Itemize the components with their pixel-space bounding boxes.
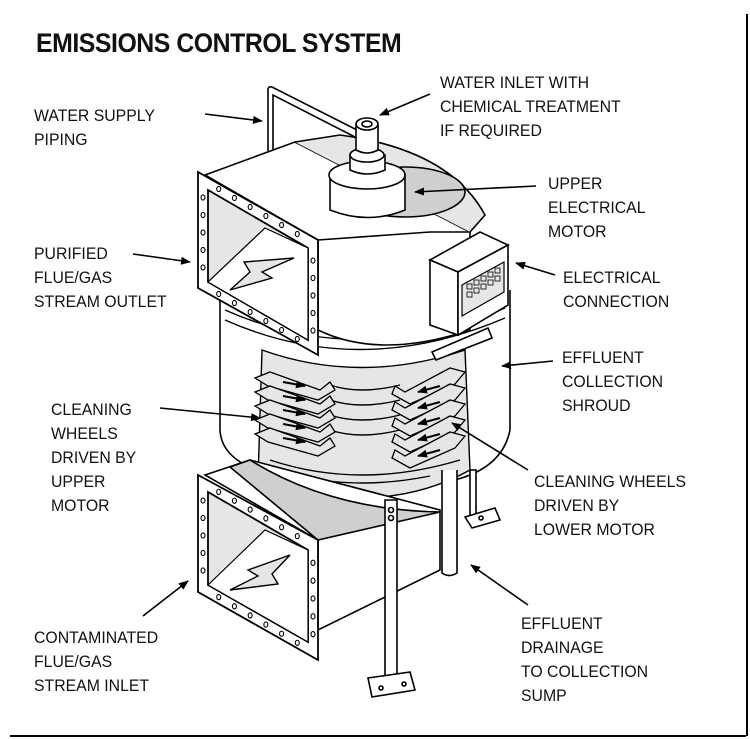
flange-bolt xyxy=(310,292,316,299)
arrow-up-right-icon xyxy=(229,554,291,591)
flange-bolt xyxy=(310,309,316,317)
callout-arrows xyxy=(132,93,556,617)
flange-bolt xyxy=(200,497,206,504)
flange-bolt xyxy=(231,603,237,610)
leader-shroud xyxy=(501,360,554,370)
water-inlet-nozzle xyxy=(355,117,379,154)
flange-bolt xyxy=(310,631,316,638)
leader-purified-outlet xyxy=(132,253,191,265)
flange-bolt xyxy=(231,497,237,504)
flange-bolt xyxy=(200,549,206,557)
label-upper-electrical-motor: UPPER ELECTRICAL MOTOR xyxy=(548,174,646,241)
flange-bolt xyxy=(310,257,316,264)
support-leg-back xyxy=(463,469,502,529)
flange-bolt xyxy=(200,264,206,271)
label-electrical-connection: ELECTRICAL CONNECTION xyxy=(563,268,670,311)
flange-bolt xyxy=(294,532,300,540)
leader-wheels-lower xyxy=(451,422,529,471)
flange-bolt xyxy=(279,326,285,334)
label-cleaning-wheels-lower: CLEANING WHEELS DRIVEN BY LOWER MOTOR xyxy=(534,472,686,539)
label-effluent-collection-shroud: EFFLUENT COLLECTION SHROUD xyxy=(562,348,664,415)
label-contaminated-inlet: CONTAMINATED FLUE/GAS STREAM INLET xyxy=(34,628,159,695)
flange-bolt xyxy=(247,612,253,619)
flange-bolt xyxy=(200,567,206,574)
arrow-down-left-icon xyxy=(229,257,295,291)
flange-bolt xyxy=(279,630,285,637)
flange-bolt xyxy=(310,613,316,620)
water-supply-pipe xyxy=(267,86,358,168)
flange-bolt xyxy=(310,595,316,602)
flange-bolt xyxy=(310,327,316,334)
wheel-arrows-left xyxy=(282,380,306,445)
flange-bolt xyxy=(263,212,269,220)
flange-bolt xyxy=(247,203,253,211)
flange-bolt xyxy=(200,229,206,236)
effluent-drain-pipe xyxy=(441,470,458,577)
electrical-connection-box xyxy=(428,231,510,362)
label-water-inlet: WATER INLET WITH CHEMICAL TREATMENT IF R… xyxy=(440,73,621,140)
flange-bolt xyxy=(294,335,300,343)
cleaning-wheels-lower xyxy=(391,367,467,469)
support-leg-front xyxy=(367,499,417,698)
flange-bolt xyxy=(294,230,300,238)
flange-bolt xyxy=(279,524,285,531)
upper-electrical-motor xyxy=(328,147,406,219)
flange-bolt xyxy=(247,308,253,316)
flange-bolt xyxy=(216,185,222,193)
label-effluent-drainage: EFFLUENT DRAINAGE TO COLLECTION SUMP xyxy=(521,614,649,705)
flange-bolt xyxy=(216,488,222,496)
frame-border-bottom xyxy=(10,735,746,737)
leader-water-supply xyxy=(204,113,263,124)
label-purified-outlet: PURIFIED FLUE/GAS STREAM OUTLET xyxy=(34,244,167,311)
flange-bolt xyxy=(200,514,206,522)
leader-contaminated xyxy=(142,580,189,617)
flange-bolt xyxy=(310,274,316,282)
label-water-supply-piping: WATER SUPPLY PIPING xyxy=(34,106,155,149)
wheel-arrows-right xyxy=(417,385,441,458)
flange-bolt xyxy=(200,211,206,219)
flange-bolt xyxy=(200,194,206,201)
flange-bolt xyxy=(200,246,206,254)
frame-border-right xyxy=(746,14,748,736)
leader-wheels-upper xyxy=(159,407,261,422)
diagram-title: EMISSIONS CONTROL SYSTEM xyxy=(36,28,402,58)
flange-bolt xyxy=(310,559,316,566)
flange-bolt xyxy=(263,317,269,325)
flange-bolt xyxy=(216,593,222,601)
flange-bolt xyxy=(279,221,285,229)
leader-drainage xyxy=(470,564,529,606)
flange-bolt xyxy=(231,194,237,202)
flange-bolt xyxy=(310,577,316,584)
flange-bolt xyxy=(294,639,300,647)
flange-bolt xyxy=(200,532,206,539)
leader-electrical xyxy=(515,261,556,276)
leader-water-inlet xyxy=(379,93,431,116)
cleaning-wheels-upper xyxy=(253,371,336,457)
flange-bolt xyxy=(263,515,269,522)
label-cleaning-wheels-upper: CLEANING WHEELS DRIVEN BY UPPER MOTOR xyxy=(51,400,137,515)
flange-bolt xyxy=(231,299,237,307)
flange-bolt xyxy=(247,506,253,513)
flange-bolt xyxy=(216,290,222,298)
leader-upper-motor xyxy=(414,185,537,196)
flange-bolt xyxy=(263,621,269,628)
